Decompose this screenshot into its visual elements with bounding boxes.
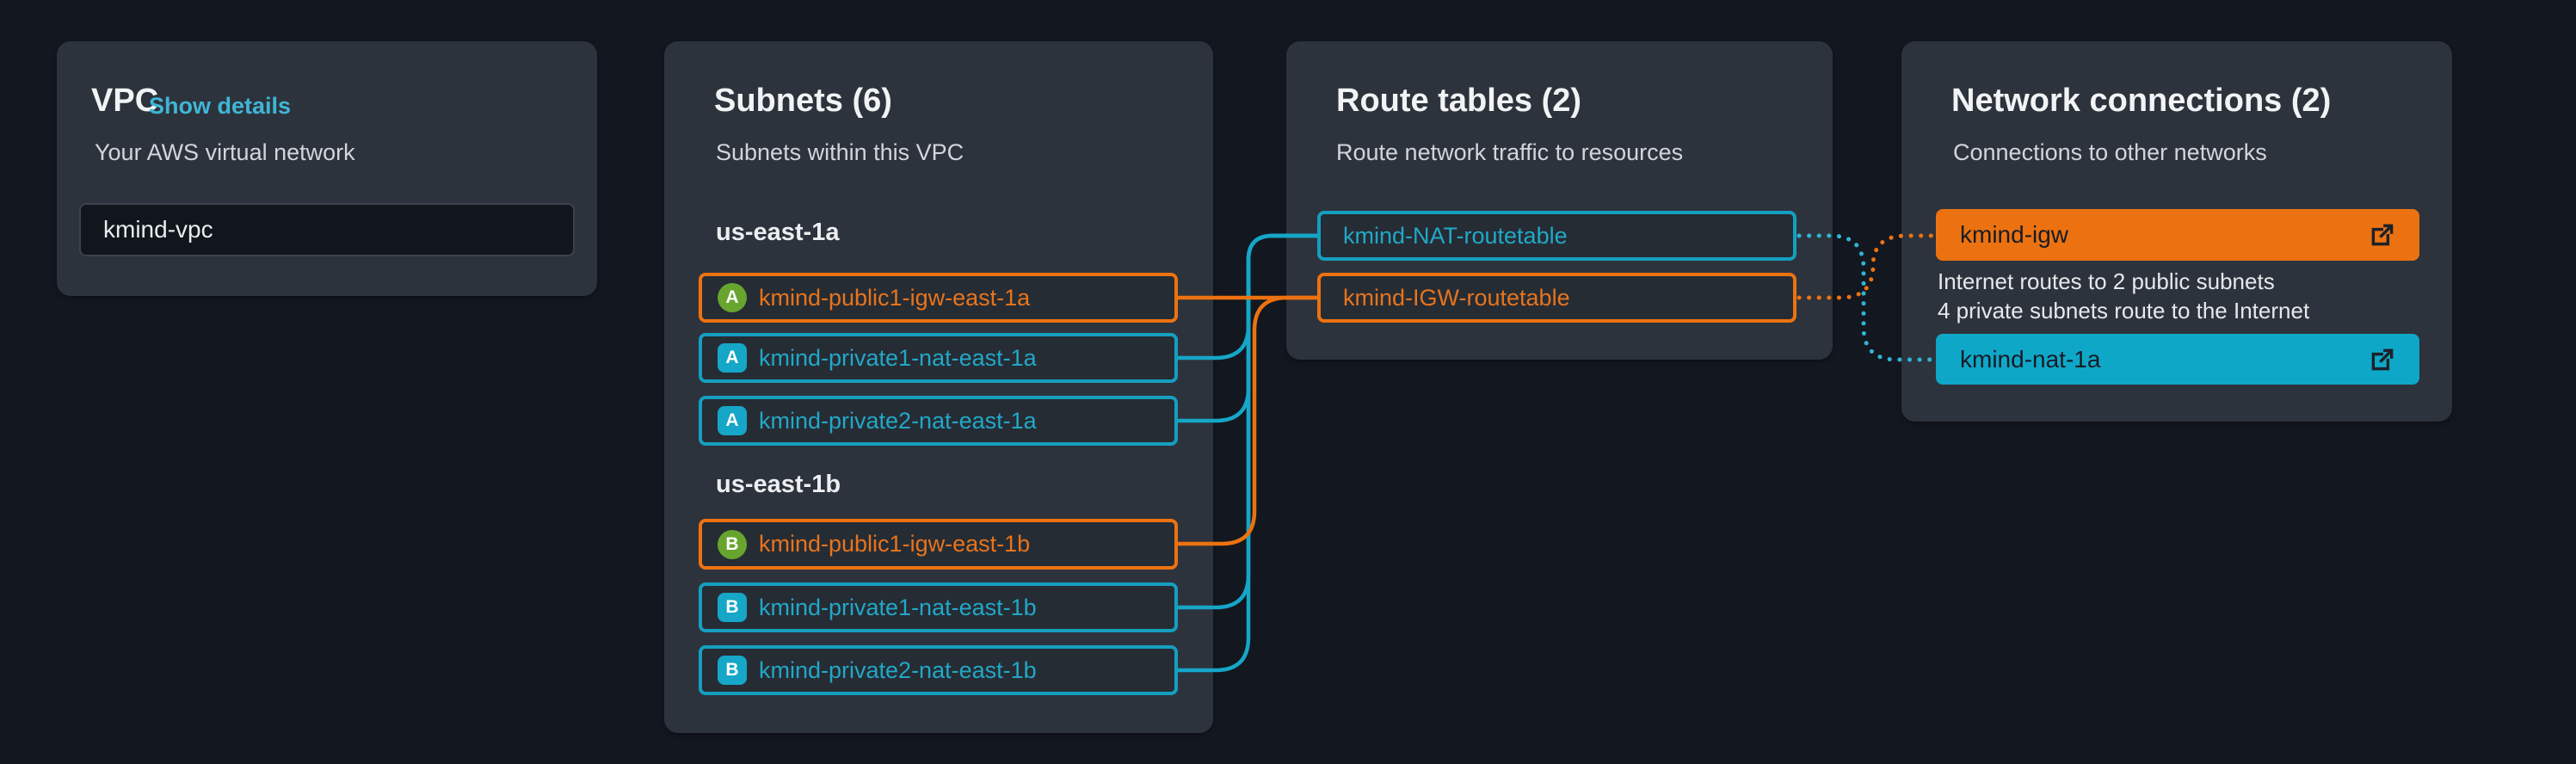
- subnet-node-public1-east-1b[interactable]: B kmind-public1-igw-east-1b: [699, 519, 1178, 570]
- vpc-panel-title: VPC: [91, 83, 159, 119]
- subnet-node-private1-east-1b[interactable]: B kmind-private1-nat-east-1b: [699, 582, 1178, 632]
- internet-gateway-node[interactable]: kmind-igw: [1936, 209, 2419, 261]
- az-b-badge-icon: B: [718, 656, 747, 685]
- route-table-node-label: kmind-NAT-routetable: [1343, 222, 1568, 249]
- route-table-node-igw[interactable]: kmind-IGW-routetable: [1317, 273, 1796, 323]
- az-b-badge-icon: B: [718, 593, 747, 622]
- vpc-panel: [57, 41, 597, 296]
- az-a-badge-icon: A: [718, 343, 747, 373]
- route-table-node-nat[interactable]: kmind-NAT-routetable: [1317, 211, 1796, 261]
- subnet-node-private2-east-1a[interactable]: A kmind-private2-nat-east-1a: [699, 396, 1178, 446]
- subnet-node-label: kmind-private1-nat-east-1b: [759, 594, 1037, 620]
- igw-description-line1: Internet routes to 2 public subnets: [1938, 268, 2275, 294]
- subnets-panel-title: Subnets (6): [714, 83, 892, 119]
- subnet-node-private2-east-1b[interactable]: B kmind-private2-nat-east-1b: [699, 645, 1178, 695]
- igw-description-line2: 4 private subnets route to the Internet: [1938, 298, 2310, 323]
- vpc-node[interactable]: kmind-vpc: [79, 203, 575, 256]
- az-group-label-us-east-1a: us-east-1a: [716, 219, 840, 246]
- subnet-node-label: kmind-private2-nat-east-1b: [759, 656, 1037, 683]
- nat-gateway-node[interactable]: kmind-nat-1a: [1936, 334, 2419, 385]
- az-group-label-us-east-1b: us-east-1b: [716, 471, 841, 498]
- nat-gateway-node-label: kmind-nat-1a: [1960, 345, 2101, 373]
- az-b-badge-icon: B: [718, 529, 747, 559]
- network-connections-panel-subtitle: Connections to other networks: [1953, 139, 2267, 165]
- internet-gateway-node-label: kmind-igw: [1960, 221, 2069, 248]
- external-link-icon[interactable]: [2368, 345, 2397, 374]
- subnets-panel-subtitle: Subnets within this VPC: [716, 139, 964, 165]
- az-a-badge-icon: A: [718, 406, 747, 435]
- network-connections-panel-title: Network connections (2): [1951, 83, 2332, 119]
- vpc-panel-subtitle: Your AWS virtual network: [95, 139, 355, 165]
- az-a-badge-icon: A: [718, 283, 747, 312]
- route-tables-panel-title: Route tables (2): [1336, 83, 1582, 119]
- subnet-node-label: kmind-public1-igw-east-1a: [759, 284, 1031, 311]
- external-link-icon[interactable]: [2368, 220, 2397, 250]
- subnet-node-label: kmind-private1-nat-east-1a: [759, 344, 1037, 371]
- subnet-node-public1-east-1a[interactable]: A kmind-public1-igw-east-1a: [699, 273, 1178, 323]
- subnet-node-label: kmind-public1-igw-east-1b: [759, 531, 1031, 557]
- route-tables-panel-subtitle: Route network traffic to resources: [1336, 139, 1684, 165]
- subnet-node-private1-east-1a[interactable]: A kmind-private1-nat-east-1a: [699, 333, 1178, 383]
- vpc-node-label: kmind-vpc: [103, 216, 213, 243]
- route-table-node-label: kmind-IGW-routetable: [1343, 284, 1570, 311]
- vpc-show-details-link[interactable]: Show details: [149, 93, 292, 119]
- subnet-node-label: kmind-private2-nat-east-1a: [759, 407, 1037, 434]
